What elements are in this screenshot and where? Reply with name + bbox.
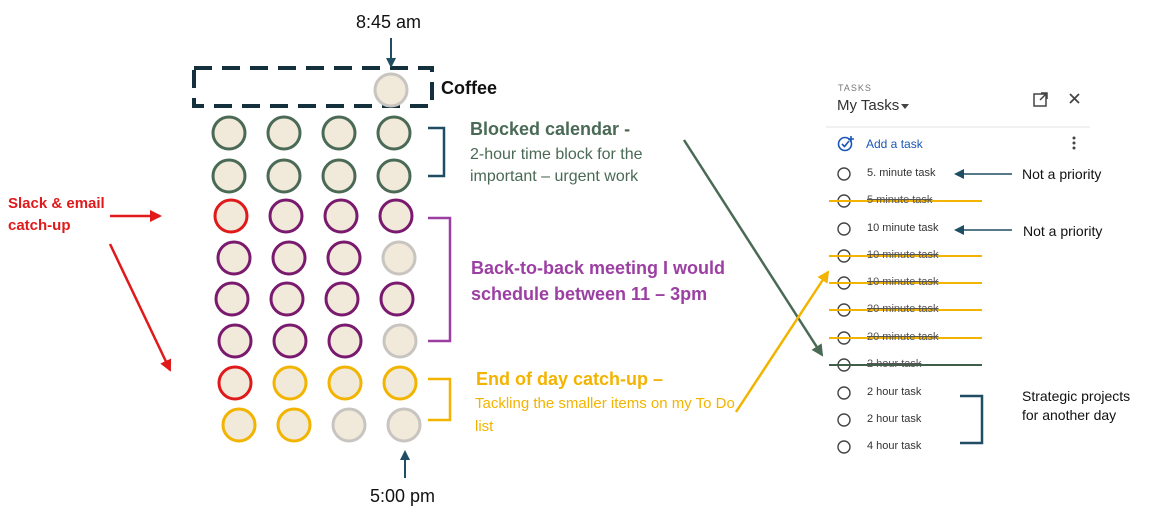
task-marks [829,167,982,454]
task-item-label[interactable]: 10 minute task [867,276,939,288]
task-item-label[interactable]: 4 hour task [867,440,922,452]
not-priority-note-2: Not a priority [1023,223,1103,239]
time-slot-circle-purple [217,323,253,359]
task-item-label[interactable]: 2 hour task [867,413,922,425]
time-slot-circle-purple [324,281,360,317]
more-vert-icon[interactable] [1072,136,1076,150]
task-item-label[interactable]: 20 minute task [867,303,939,315]
meeting-bracket [428,216,452,343]
open-in-new-icon[interactable] [1033,92,1048,107]
task-item-label[interactable]: 10 minute task [867,222,939,234]
start-time-label: 8:45 am [356,12,422,32]
tasks-section-label: TASKS [838,83,872,93]
task-list-title[interactable]: My Tasks [837,97,900,114]
strategic-bracket [960,394,984,445]
time-slot-circle-gray [381,240,417,276]
meeting-title: Back-to-back meeting I would schedule be… [471,258,726,304]
time-slot-circle-yellow [382,365,418,401]
time-slot-circle-gray [373,72,409,108]
add-task-button[interactable]: Add a task [866,137,923,151]
time-slot-circle-yellow [327,365,363,401]
time-slot-circle-yellow [276,407,312,443]
not-priority-note-1: Not a priority [1022,166,1102,182]
time-slot-circle-green [321,158,357,194]
time-slot-circle-gray [382,323,418,359]
task-checkbox[interactable] [837,413,851,427]
time-slot-circle-purple [216,240,252,276]
close-icon[interactable] [1069,93,1080,104]
coffee-label: Coffee [441,78,498,98]
blocked-subtitle: 2-hour time block for the important – ur… [470,146,643,185]
time-slot-circle-purple [326,240,362,276]
time-slot-circle-green [211,158,247,194]
time-slot-circle-gray [331,407,367,443]
time-slot-circle-purple [272,323,308,359]
time-slot-circle-yellow [221,407,257,443]
time-slot-circle-green [321,115,357,151]
time-slot-grid [211,72,422,443]
time-slot-circle-purple [271,240,307,276]
eod-subtitle: Tackling the smaller items on my To Do l… [475,395,735,435]
time-slot-circle-purple [269,281,305,317]
coffee-dashed-box [192,66,434,108]
task-item-label[interactable]: 5 minute task [867,194,933,206]
task-item-label[interactable]: 5. minute task [867,167,936,179]
strategic-note: Strategic projects for another day [1022,388,1131,423]
end-time-label: 5:00 pm [370,486,436,506]
time-slot-circle-purple [327,323,363,359]
time-slot-circle-green [376,158,412,194]
task-item-label[interactable]: 10 minute task [867,249,939,261]
time-slot-circle-green [376,115,412,151]
task-item-label[interactable]: 20 minute task [867,331,939,343]
slack-label: Slack & email catch-up [8,195,105,234]
eod-to-tasks-arrow [734,270,830,413]
add-task-icon[interactable] [837,136,855,152]
task-checkbox[interactable] [837,222,851,236]
slack-arrow-down [108,243,172,372]
time-slot-circle-purple [379,281,415,317]
eod-bracket [428,377,452,422]
time-slot-circle-purple [323,198,359,234]
task-item-label[interactable]: 2 hour task [867,358,922,370]
time-slot-circle-yellow [272,365,308,401]
task-item-label[interactable]: 2 hour task [867,386,922,398]
caret-down-icon[interactable] [901,104,909,109]
time-slot-circle-red [217,365,253,401]
time-slot-circle-red [213,198,249,234]
time-slot-circle-purple [378,198,414,234]
blocked-title: Blocked calendar - [470,119,631,139]
task-checkbox[interactable] [837,167,851,181]
time-slot-circle-purple [268,198,304,234]
eod-title: End of day catch-up – [476,369,664,389]
task-checkbox[interactable] [837,440,851,454]
blocked-to-task-arrow [682,139,824,357]
task-checkbox[interactable] [837,386,851,400]
time-slot-circle-green [266,115,302,151]
time-slot-circle-purple [214,281,250,317]
time-slot-circle-green [211,115,247,151]
blocked-bracket [428,126,446,178]
time-slot-circle-gray [386,407,422,443]
time-slot-circle-green [266,158,302,194]
